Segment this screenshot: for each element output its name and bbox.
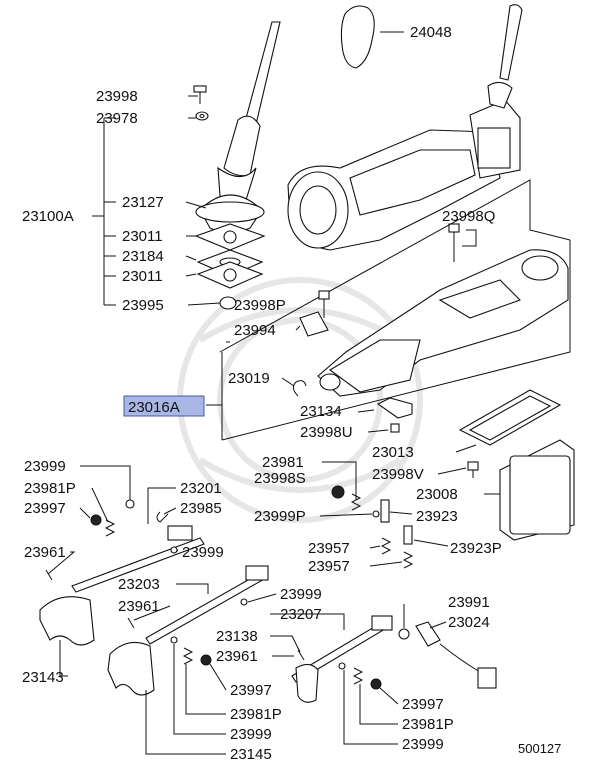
ball-23999c — [240, 598, 248, 606]
pin-23961a — [45, 569, 53, 581]
label-23998P: 23998P — [234, 297, 286, 314]
label-23991: 23991 — [448, 594, 490, 611]
label-23016A: 23016A — [128, 399, 180, 416]
ball-23999b — [170, 546, 178, 554]
label-23008: 23008 — [416, 486, 458, 503]
clip-23985 — [156, 511, 169, 523]
bolt-23998u — [390, 423, 400, 433]
sensor-23024 — [415, 621, 497, 689]
nut-23997c — [370, 678, 382, 690]
label-23985: 23985 — [180, 500, 222, 517]
label-23923P: 23923P — [450, 540, 502, 557]
spring-23019 — [292, 380, 307, 397]
transmission-case — [287, 99, 521, 251]
label-23100A: 23100A — [22, 208, 74, 225]
fork-23145 — [107, 641, 155, 696]
label-23011-lower: 23011 — [122, 268, 163, 285]
washer-23978 — [195, 111, 209, 121]
label-23998S: 23998S — [254, 470, 306, 487]
nut-23998s — [331, 485, 345, 499]
label-23145: 23145 — [230, 746, 272, 763]
label-23184: 23184 — [122, 248, 164, 265]
label-23961-c: 23961 — [216, 648, 258, 665]
label-23999-b: 23999 — [182, 544, 224, 561]
ball-23999e — [338, 662, 346, 670]
label-24048: 24048 — [410, 24, 452, 41]
plate-23994 — [299, 311, 329, 337]
ball-23999p — [372, 510, 380, 518]
label-23997-b: 23997 — [230, 682, 272, 699]
nut-23997b — [200, 654, 212, 666]
label-23957-upper: 23957 — [308, 540, 350, 557]
label-23998Q: 23998Q — [442, 208, 495, 225]
fork-23138 — [295, 663, 319, 703]
bracket-23134 — [376, 397, 413, 419]
label-23997-c: 23997 — [402, 696, 444, 713]
label-23981: 23981 — [262, 454, 304, 471]
label-23013: 23013 — [372, 444, 414, 461]
ball-23999d — [170, 636, 178, 644]
label-23999-d: 23999 — [230, 726, 272, 743]
shift-lever — [217, 21, 281, 203]
spring-23957a — [380, 537, 392, 555]
shift-cover — [317, 249, 569, 397]
label-23994: 23994 — [234, 322, 276, 339]
spring-23957b — [402, 551, 414, 569]
nut-23997a — [90, 514, 102, 526]
label-23019: 23019 — [228, 370, 270, 387]
oring-23991 — [398, 628, 410, 640]
label-23999-c: 23999 — [280, 586, 322, 603]
spring-23981 — [350, 493, 362, 511]
spring-23981pa — [104, 519, 116, 537]
label-23995: 23995 — [122, 297, 164, 314]
cover-23008 — [499, 439, 575, 541]
label-23999-a: 23999 — [24, 458, 66, 475]
label-23011-upper: 23011 — [122, 228, 163, 245]
bolt-23998q — [448, 223, 460, 262]
gasket-23013 — [458, 389, 562, 446]
pin-23923 — [380, 499, 390, 523]
label-23127: 23127 — [122, 194, 164, 211]
label-23981P-b: 23981P — [230, 706, 282, 723]
spring-23981pc — [352, 667, 364, 685]
label-23143: 23143 — [22, 669, 64, 686]
label-23999-e: 23999 — [402, 736, 444, 753]
label-23998U: 23998U — [300, 424, 353, 441]
label-23998V: 23998V — [372, 466, 424, 483]
fork-23143 — [39, 596, 95, 646]
bolt-23998p — [318, 290, 330, 318]
label-23203: 23203 — [118, 576, 160, 593]
pin-23961c — [297, 649, 305, 661]
shift-rail-23207 — [291, 615, 393, 683]
label-23998: 23998 — [96, 88, 138, 105]
label-23134: 23134 — [300, 403, 342, 420]
transmission-lever — [487, 4, 523, 109]
pin-23923p — [403, 525, 413, 545]
label-23981P-a: 23981P — [24, 480, 76, 497]
spring-23981pb — [182, 647, 194, 665]
pin-23961b — [127, 617, 135, 629]
label-23999P: 23999P — [254, 508, 306, 525]
label-23997-a: 23997 — [24, 500, 66, 517]
label-23024: 23024 — [448, 614, 490, 631]
label-23978: 23978 — [96, 110, 138, 127]
label-23201: 23201 — [180, 480, 222, 497]
diagram-id: 500127 — [518, 741, 561, 756]
label-23138: 23138 — [216, 628, 258, 645]
boot-plates — [194, 223, 266, 289]
shift-knob — [340, 5, 375, 69]
bolt-23998 — [193, 85, 207, 104]
highlight-23016A — [123, 395, 205, 417]
shift-boot — [195, 194, 265, 234]
label-23961-a: 23961 — [24, 544, 66, 561]
label-23957-lower: 23957 — [308, 558, 350, 575]
label-23961-b: 23961 — [118, 598, 160, 615]
ball-23999a — [125, 499, 135, 509]
label-23981P-c: 23981P — [402, 716, 454, 733]
label-23923: 23923 — [416, 508, 458, 525]
label-23207: 23207 — [280, 606, 322, 623]
bolt-23998v — [467, 461, 479, 478]
shift-rail-23203 — [145, 565, 269, 645]
